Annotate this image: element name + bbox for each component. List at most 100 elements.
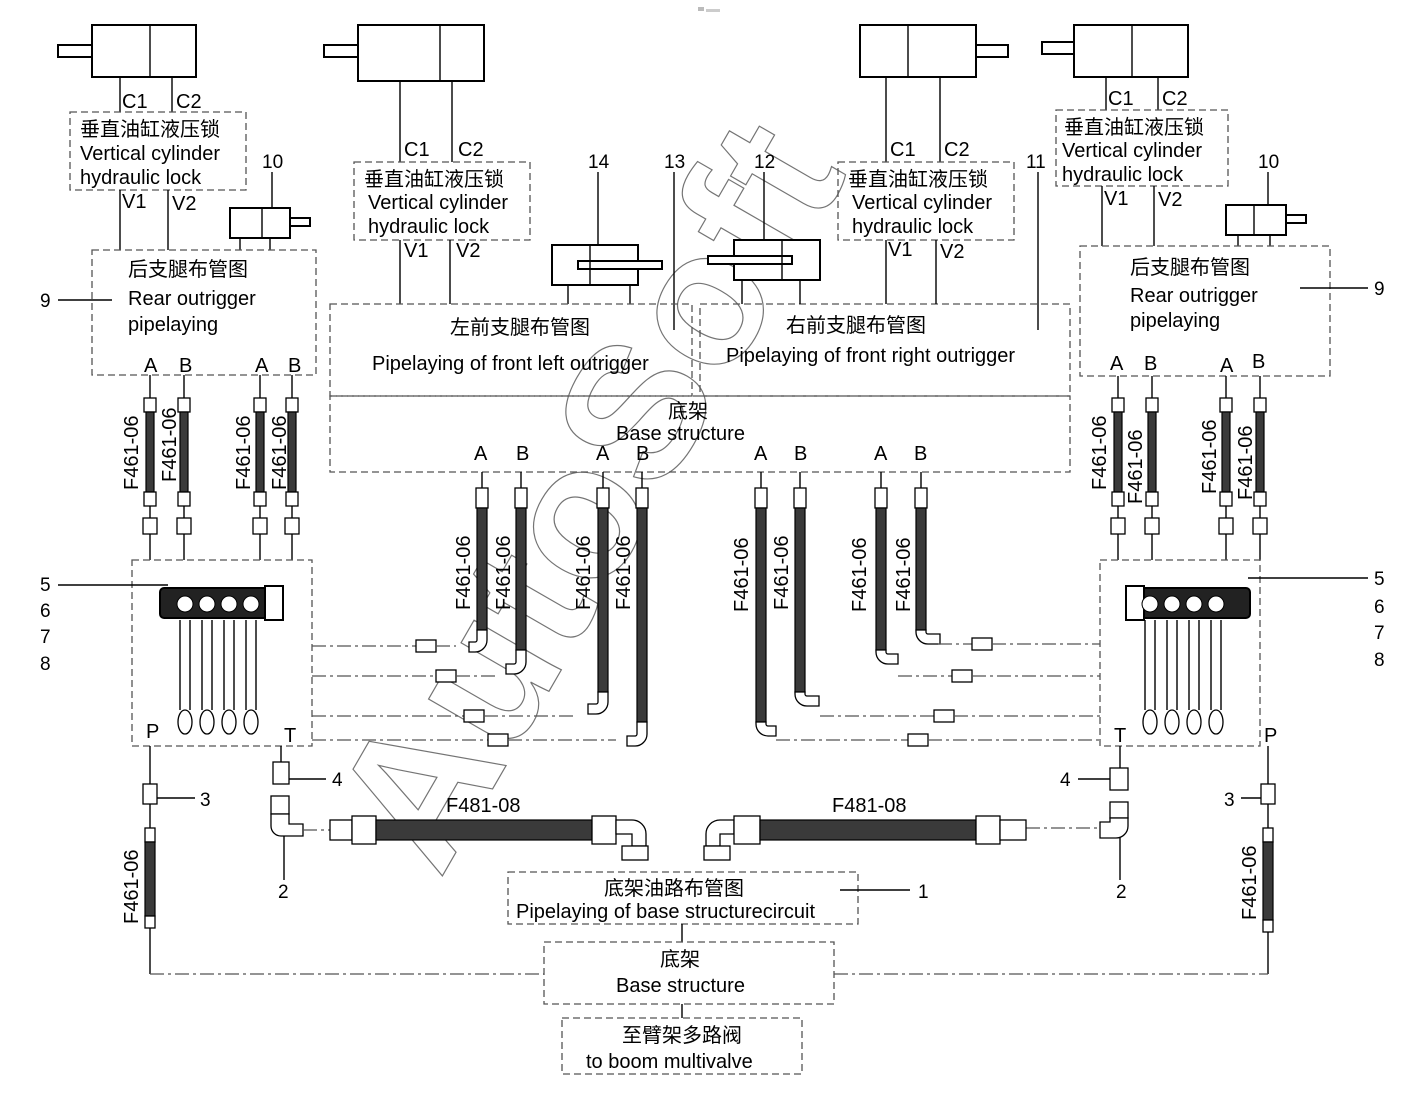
rear-left-outrigger-box	[91, 249, 317, 376]
left-main-return-hose	[329, 815, 649, 861]
port-label: V2	[456, 240, 480, 262]
callout-6-left: 6	[40, 601, 51, 622]
callout-10-left: 10	[262, 152, 283, 173]
callout-5-left: 5	[40, 575, 51, 596]
hydraulic-lock-cn: 垂直油缸液压锁	[364, 168, 504, 191]
port-label: A	[255, 355, 269, 377]
rear-outrigger-en2: pipelaying	[1130, 310, 1220, 332]
callout-7-left: 7	[40, 627, 51, 648]
hydraulic-lock-en2: hydraulic lock	[852, 216, 974, 238]
boom-en: to boom multivalve	[586, 1051, 753, 1073]
callout-2-left: 2	[278, 882, 289, 903]
hydraulic-lock-en2: hydraulic lock	[368, 216, 490, 238]
callout-9-right: 9	[1374, 279, 1385, 300]
callout-8-left: 8	[40, 654, 51, 675]
hose-label: F461-06	[121, 850, 143, 925]
rear-left-hoses	[142, 375, 300, 560]
left-return-line	[270, 746, 330, 837]
callout-5-right: 5	[1374, 569, 1385, 590]
callout-4-left: 4	[332, 770, 343, 791]
port-label: B	[1144, 353, 1157, 375]
port-label: B	[288, 355, 301, 377]
hydraulic-lock-box	[837, 161, 1015, 241]
base-structure-en: Base structure	[616, 975, 745, 997]
port-label: V1	[404, 240, 428, 262]
hydraulic-lock-en2: hydraulic lock	[80, 167, 202, 189]
port-label: A	[754, 443, 768, 465]
callout-7-right: 7	[1374, 623, 1385, 644]
rear-right-hoses	[1110, 376, 1268, 560]
front-right-en: Pipelaying of front right outrigger	[726, 345, 1015, 367]
port-label: V1	[122, 191, 146, 213]
port-label: V1	[888, 239, 912, 261]
right-main-return-hose	[703, 815, 1027, 861]
front-left-hoses	[468, 472, 649, 747]
hose-label: F461-06	[493, 536, 515, 611]
port-label: C1	[404, 139, 430, 161]
base-structure-cn: 底架	[668, 400, 708, 423]
base-circuit-en: Pipelaying of base structurecircuit	[516, 901, 815, 923]
hose-label: F461-06	[731, 538, 753, 613]
rear-outrigger-en1: Rear outrigger	[128, 288, 256, 310]
port-label: C2	[176, 91, 202, 113]
front-left-horizontal-cylinder	[551, 244, 663, 304]
left-valve-box	[131, 559, 313, 747]
hydraulic-lock-en1: Vertical cylinder	[1062, 140, 1202, 162]
port-label: C1	[1108, 88, 1134, 110]
front-left-cn: 左前支腿布管图	[450, 316, 590, 339]
callout-13: 13	[664, 152, 685, 173]
front-right-vertical-cylinder	[859, 24, 1009, 162]
callout-11: 11	[1026, 152, 1046, 173]
boom-multivalve-box	[561, 1017, 803, 1075]
port-label: V2	[172, 193, 196, 215]
port-label: B	[636, 443, 649, 465]
hose-label: F481-08	[446, 795, 521, 817]
callout-4-right: 4	[1060, 770, 1071, 791]
hose-label: F461-06	[1199, 420, 1221, 495]
rear-left-horizontal-cylinder	[229, 207, 311, 250]
port-label: A	[144, 355, 158, 377]
callout-6-right: 6	[1374, 597, 1385, 618]
right-return-line	[1026, 746, 1129, 839]
callout-14: 14	[588, 152, 610, 173]
callout-9-left: 9	[40, 291, 51, 312]
rear-outrigger-cn: 后支腿布管图	[128, 258, 248, 281]
right-pressure-hose	[1260, 746, 1276, 974]
callout-8-right: 8	[1374, 650, 1385, 671]
port-label: A	[874, 443, 888, 465]
rear-right-horizontal-cylinder	[1225, 204, 1307, 246]
port-label: B	[1252, 351, 1265, 373]
front-right-hoses	[754, 472, 941, 737]
hose-label: F461-06	[269, 416, 291, 491]
port-label: A	[596, 443, 610, 465]
hydraulic-lock-en1: Vertical cylinder	[80, 143, 220, 165]
hydraulic-lock-cn: 垂直油缸液压锁	[848, 168, 988, 191]
port-label: T	[284, 725, 296, 747]
front-left-vertical-cylinder	[323, 24, 485, 162]
base-structure-cn: 底架	[660, 948, 700, 971]
port-label: B	[914, 443, 927, 465]
hose-label: F461-06	[453, 536, 475, 611]
base-structure-en: Base structure	[616, 423, 745, 445]
rear-right-outrigger-box	[1079, 245, 1331, 377]
hose-label: F461-06	[121, 416, 143, 491]
hose-label: F481-08	[832, 795, 907, 817]
callout-10-right: 10	[1258, 152, 1279, 173]
hose-label: F461-06	[1089, 416, 1111, 491]
hose-label: F461-06	[1239, 846, 1261, 921]
port-label: V2	[1158, 189, 1182, 211]
hydraulic-lock-en2: hydraulic lock	[1062, 164, 1184, 186]
port-label: A	[474, 443, 488, 465]
port-label: B	[516, 443, 529, 465]
port-label: T	[1114, 725, 1126, 747]
callout-12: 12	[754, 152, 775, 173]
callout-3-left: 3	[200, 790, 211, 811]
hydraulic-lock-box	[353, 161, 531, 241]
front-left-outrigger-box	[329, 303, 693, 397]
hose-label: F461-06	[613, 536, 635, 611]
rear-left-vertical-cylinder	[57, 24, 197, 112]
valve-connection-lines	[312, 637, 1100, 747]
port-label: C1	[890, 139, 916, 161]
hose-label: F461-06	[233, 416, 255, 491]
